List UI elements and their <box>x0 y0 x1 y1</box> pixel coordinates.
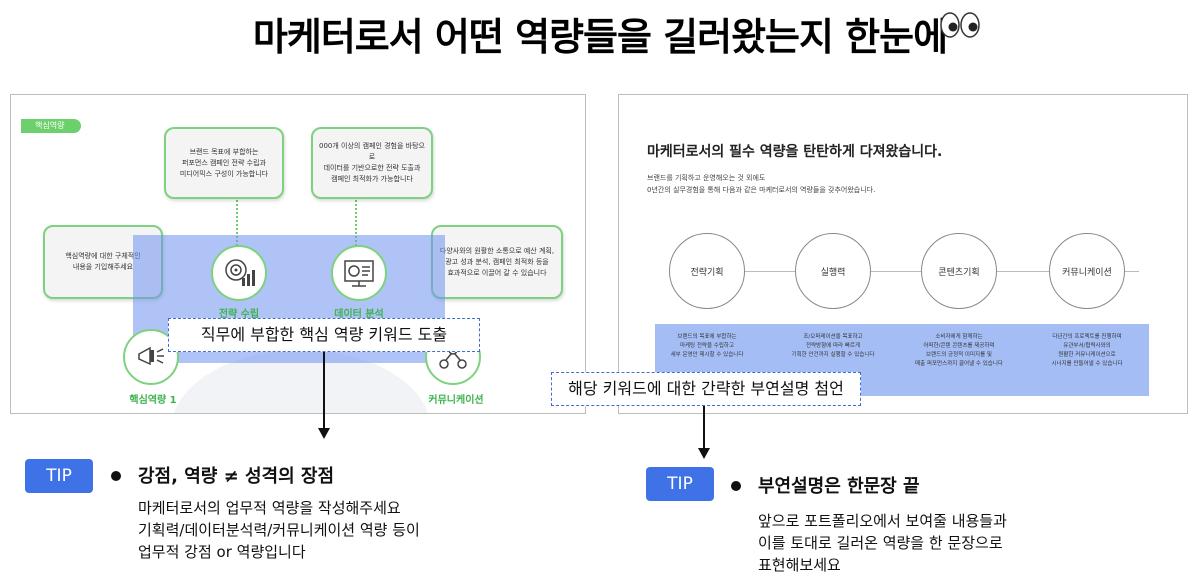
competency-description: 브랜드의 목표에 부합하는 마케팅 전략을 수립하고 세부 운영안 제시할 수 … <box>670 334 744 358</box>
tip-line: 업무적 강점 or 역량입니다 <box>138 543 306 561</box>
target-chart-icon <box>211 245 267 301</box>
description-callout: 해당 키워드에 대한 간략한 부연설명 첨언 <box>551 372 861 406</box>
tip-line: 기획력/데이터분석력/커뮤니케이션 역량 등이 <box>138 521 420 539</box>
data-analysis-label: 데이터 분석 <box>334 309 384 320</box>
tip-heading: 강점, 역량 ≠ 성격의 장점 <box>138 466 335 487</box>
tip-line: 마케터로서의 업무적 역량을 작성해주세요 <box>138 499 401 517</box>
bubble-strategy: 브랜드 목표에 부합하는 퍼포먼스 캠페인 전략 수립과 미디어믹스 구성이 가… <box>164 127 284 199</box>
core-competency-slide: 핵심역량 브랜드 목표에 부합하는 퍼포먼스 캠페인 전략 수립과 미디어믹스 … <box>10 94 586 414</box>
tip-badge: TIP <box>646 467 714 501</box>
tip-badge: TIP <box>25 459 93 493</box>
essential-competency-slide: 마케터로서의 필수 역량을 탄탄하게 다져왔습니다. 브랜드를 기획하고 운영해… <box>618 94 1188 414</box>
page-title: 마케터로서 어떤 역량들을 길러왔는지 한눈에 <box>252 15 948 59</box>
bullet <box>731 481 741 491</box>
core-competency-tag: 핵심역량 <box>21 119 81 133</box>
eyes-icon <box>940 10 980 44</box>
competency-description: 조/오퍼레이션을 목표하고 전략방향에 따라 빠르게 기획한 안건까지 실행할 … <box>791 334 875 358</box>
slide-heading: 마케터로서의 필수 역량을 탄탄하게 다져왔습니다. <box>647 144 943 160</box>
slide-subtext: 0년간의 실무경험을 통해 다음과 같은 마케터로서의 역량들을 갖추어왔습니다… <box>647 186 876 194</box>
competency-circle: 실행력 <box>795 233 871 309</box>
tip-heading: 부연설명은 한문장 끝 <box>758 476 920 497</box>
core-competency-1-label: 핵심역량 1 <box>129 395 177 406</box>
strategy-label: 전략 수립 <box>218 309 260 320</box>
analytics-screen-icon <box>331 245 387 301</box>
competency-description: 다년간의 프로젝트를 진행하며 유관부서/협력사와의 원활한 커뮤니케이션으로 … <box>1051 334 1123 367</box>
bullet <box>111 471 121 481</box>
tip-line: 표현해보세요 <box>758 556 841 574</box>
competency-description: 소비자에게 함께하는 어떠한/콘텐 콘텐츠를 제공하며 브랜드의 긍정적 이미지… <box>915 334 1003 367</box>
keyword-callout: 직무에 부합한 핵심 역량 키워드 도출 <box>168 318 480 352</box>
connector-line <box>236 200 238 246</box>
circle-connector <box>679 271 1139 272</box>
tip-line: 이를 토대로 길러온 역량을 한 문장으로 <box>758 534 1003 552</box>
arrow-head <box>318 428 330 439</box>
competency-circle: 전략기획 <box>669 233 745 309</box>
arrow-down <box>323 352 325 430</box>
slide-subtext: 브랜드를 기획하고 운영해오는 것 외에도 <box>647 174 766 182</box>
tip-line: 앞으로 포트폴리오에서 보여줄 내용들과 <box>758 512 1007 530</box>
arrow-down <box>703 406 705 450</box>
competency-circle: 콘텐츠기획 <box>921 233 997 309</box>
connector-line <box>355 200 357 246</box>
competency-circle: 커뮤니케이션 <box>1049 233 1125 309</box>
bubble-data: 000개 이상의 캠페인 경험을 바탕으로 데이터를 기반으로한 전략 도출과 … <box>311 127 433 199</box>
bubble-communication: 다양사와의 원활한 소통으로 예산 계획, 광고 성과 분석, 캠페인 최적화 … <box>431 225 563 299</box>
communication-label: 커뮤니케이션 <box>428 395 484 406</box>
arrow-head <box>698 448 710 459</box>
